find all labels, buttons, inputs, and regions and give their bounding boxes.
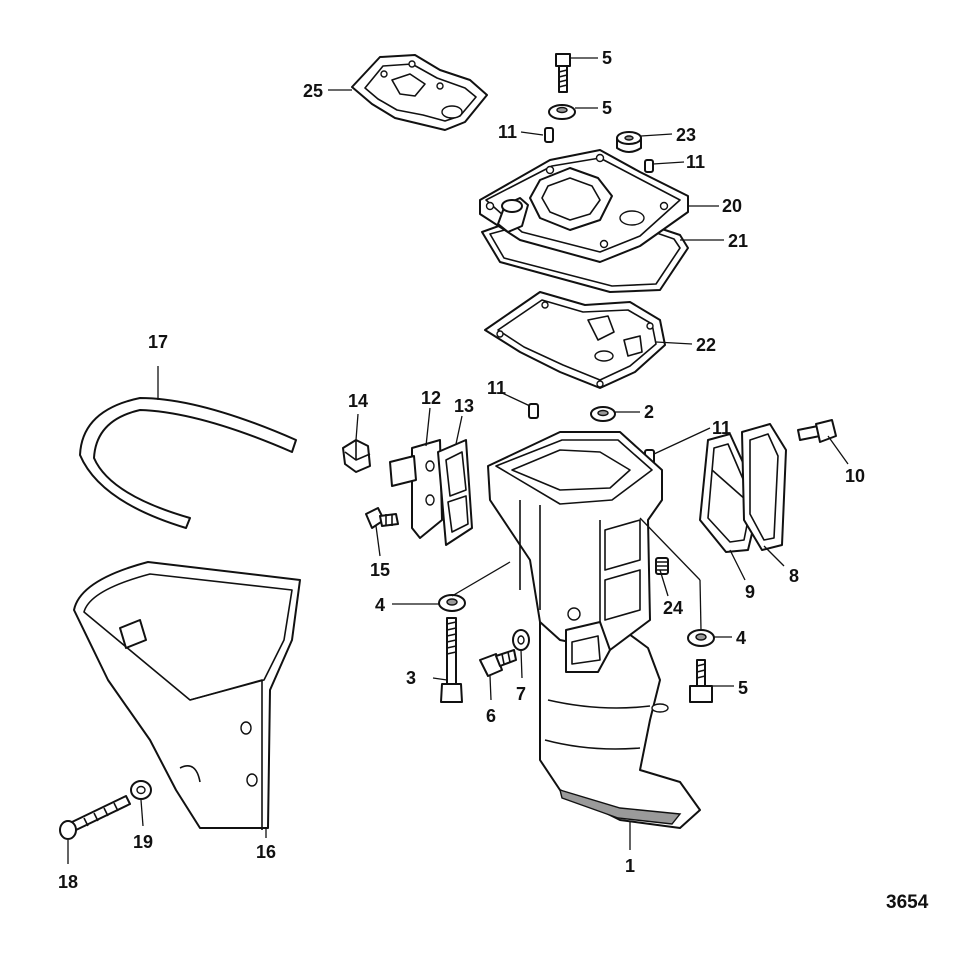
part-17-seal-strip bbox=[79, 397, 297, 529]
part-3-bolt bbox=[440, 617, 463, 703]
callout-2: 2 bbox=[644, 402, 654, 422]
part-4-washer bbox=[687, 629, 715, 647]
callout-8: 8 bbox=[789, 566, 799, 586]
part-12-switch bbox=[389, 439, 443, 539]
figure-number: 3654 bbox=[886, 892, 929, 913]
callout-20: 20 bbox=[722, 196, 742, 216]
part-20-adaptor-plate bbox=[479, 149, 689, 263]
callout-4: 4 bbox=[736, 628, 746, 648]
part-6-bolt bbox=[479, 649, 517, 677]
callout-5: 5 bbox=[602, 98, 612, 118]
callout-11: 11 bbox=[686, 152, 705, 172]
part-8-cover bbox=[741, 423, 787, 551]
callout-16: 16 bbox=[256, 842, 276, 862]
part-11-dowel-pin bbox=[528, 403, 539, 419]
callout-1: 1 bbox=[625, 856, 635, 876]
callout-labels: 5 5 11 23 11 20 21 22 25 2 17 14 12 13 1… bbox=[58, 48, 865, 892]
callout-4: 4 bbox=[375, 595, 385, 615]
part-7-washer bbox=[512, 629, 530, 651]
callout-11: 11 bbox=[712, 418, 731, 438]
part-24-plug bbox=[655, 557, 669, 575]
callout-6: 6 bbox=[486, 706, 496, 726]
callout-17: 17 bbox=[148, 332, 168, 352]
callout-3: 3 bbox=[406, 668, 416, 688]
callout-5: 5 bbox=[602, 48, 612, 68]
part-22-gasket bbox=[484, 291, 666, 389]
part-5-washer bbox=[548, 104, 576, 120]
part-14-grommet bbox=[342, 439, 371, 473]
part-18-bolt bbox=[59, 795, 131, 840]
leader-lines bbox=[67, 57, 849, 864]
part-13-gasket bbox=[437, 439, 473, 546]
callout-21: 21 bbox=[728, 231, 748, 251]
callout-9: 9 bbox=[745, 582, 755, 602]
callout-13: 13 bbox=[454, 396, 474, 416]
part-4-washer bbox=[438, 594, 466, 612]
part-15-fitting bbox=[365, 507, 399, 529]
part-2-washer bbox=[590, 406, 616, 422]
callout-23: 23 bbox=[676, 125, 696, 145]
callout-10: 10 bbox=[845, 466, 865, 486]
part-5-bolt-top bbox=[555, 53, 571, 93]
part-11-dowel-pin bbox=[544, 127, 554, 143]
callout-12: 12 bbox=[421, 388, 441, 408]
part-19-washer bbox=[130, 780, 152, 800]
callout-15: 15 bbox=[370, 560, 390, 580]
callout-14: 14 bbox=[348, 391, 368, 411]
part-25-gasket bbox=[351, 54, 488, 131]
part-11-dowel-pin bbox=[644, 159, 654, 173]
part-1-driveshaft-housing bbox=[487, 431, 701, 829]
part-16-cowl bbox=[73, 561, 301, 830]
callout-19: 19 bbox=[133, 832, 153, 852]
callout-5: 5 bbox=[738, 678, 748, 698]
callout-11: 11 bbox=[498, 122, 517, 142]
part-10-bolt bbox=[797, 419, 837, 443]
part-5-bolt-lower bbox=[689, 659, 713, 703]
callout-7: 7 bbox=[516, 684, 526, 704]
callout-22: 22 bbox=[696, 335, 716, 355]
part-23-grommet bbox=[616, 131, 642, 153]
callout-18: 18 bbox=[58, 872, 78, 892]
callout-25: 25 bbox=[303, 81, 323, 101]
callout-11: 11 bbox=[487, 378, 506, 398]
callout-24: 24 bbox=[663, 598, 683, 618]
